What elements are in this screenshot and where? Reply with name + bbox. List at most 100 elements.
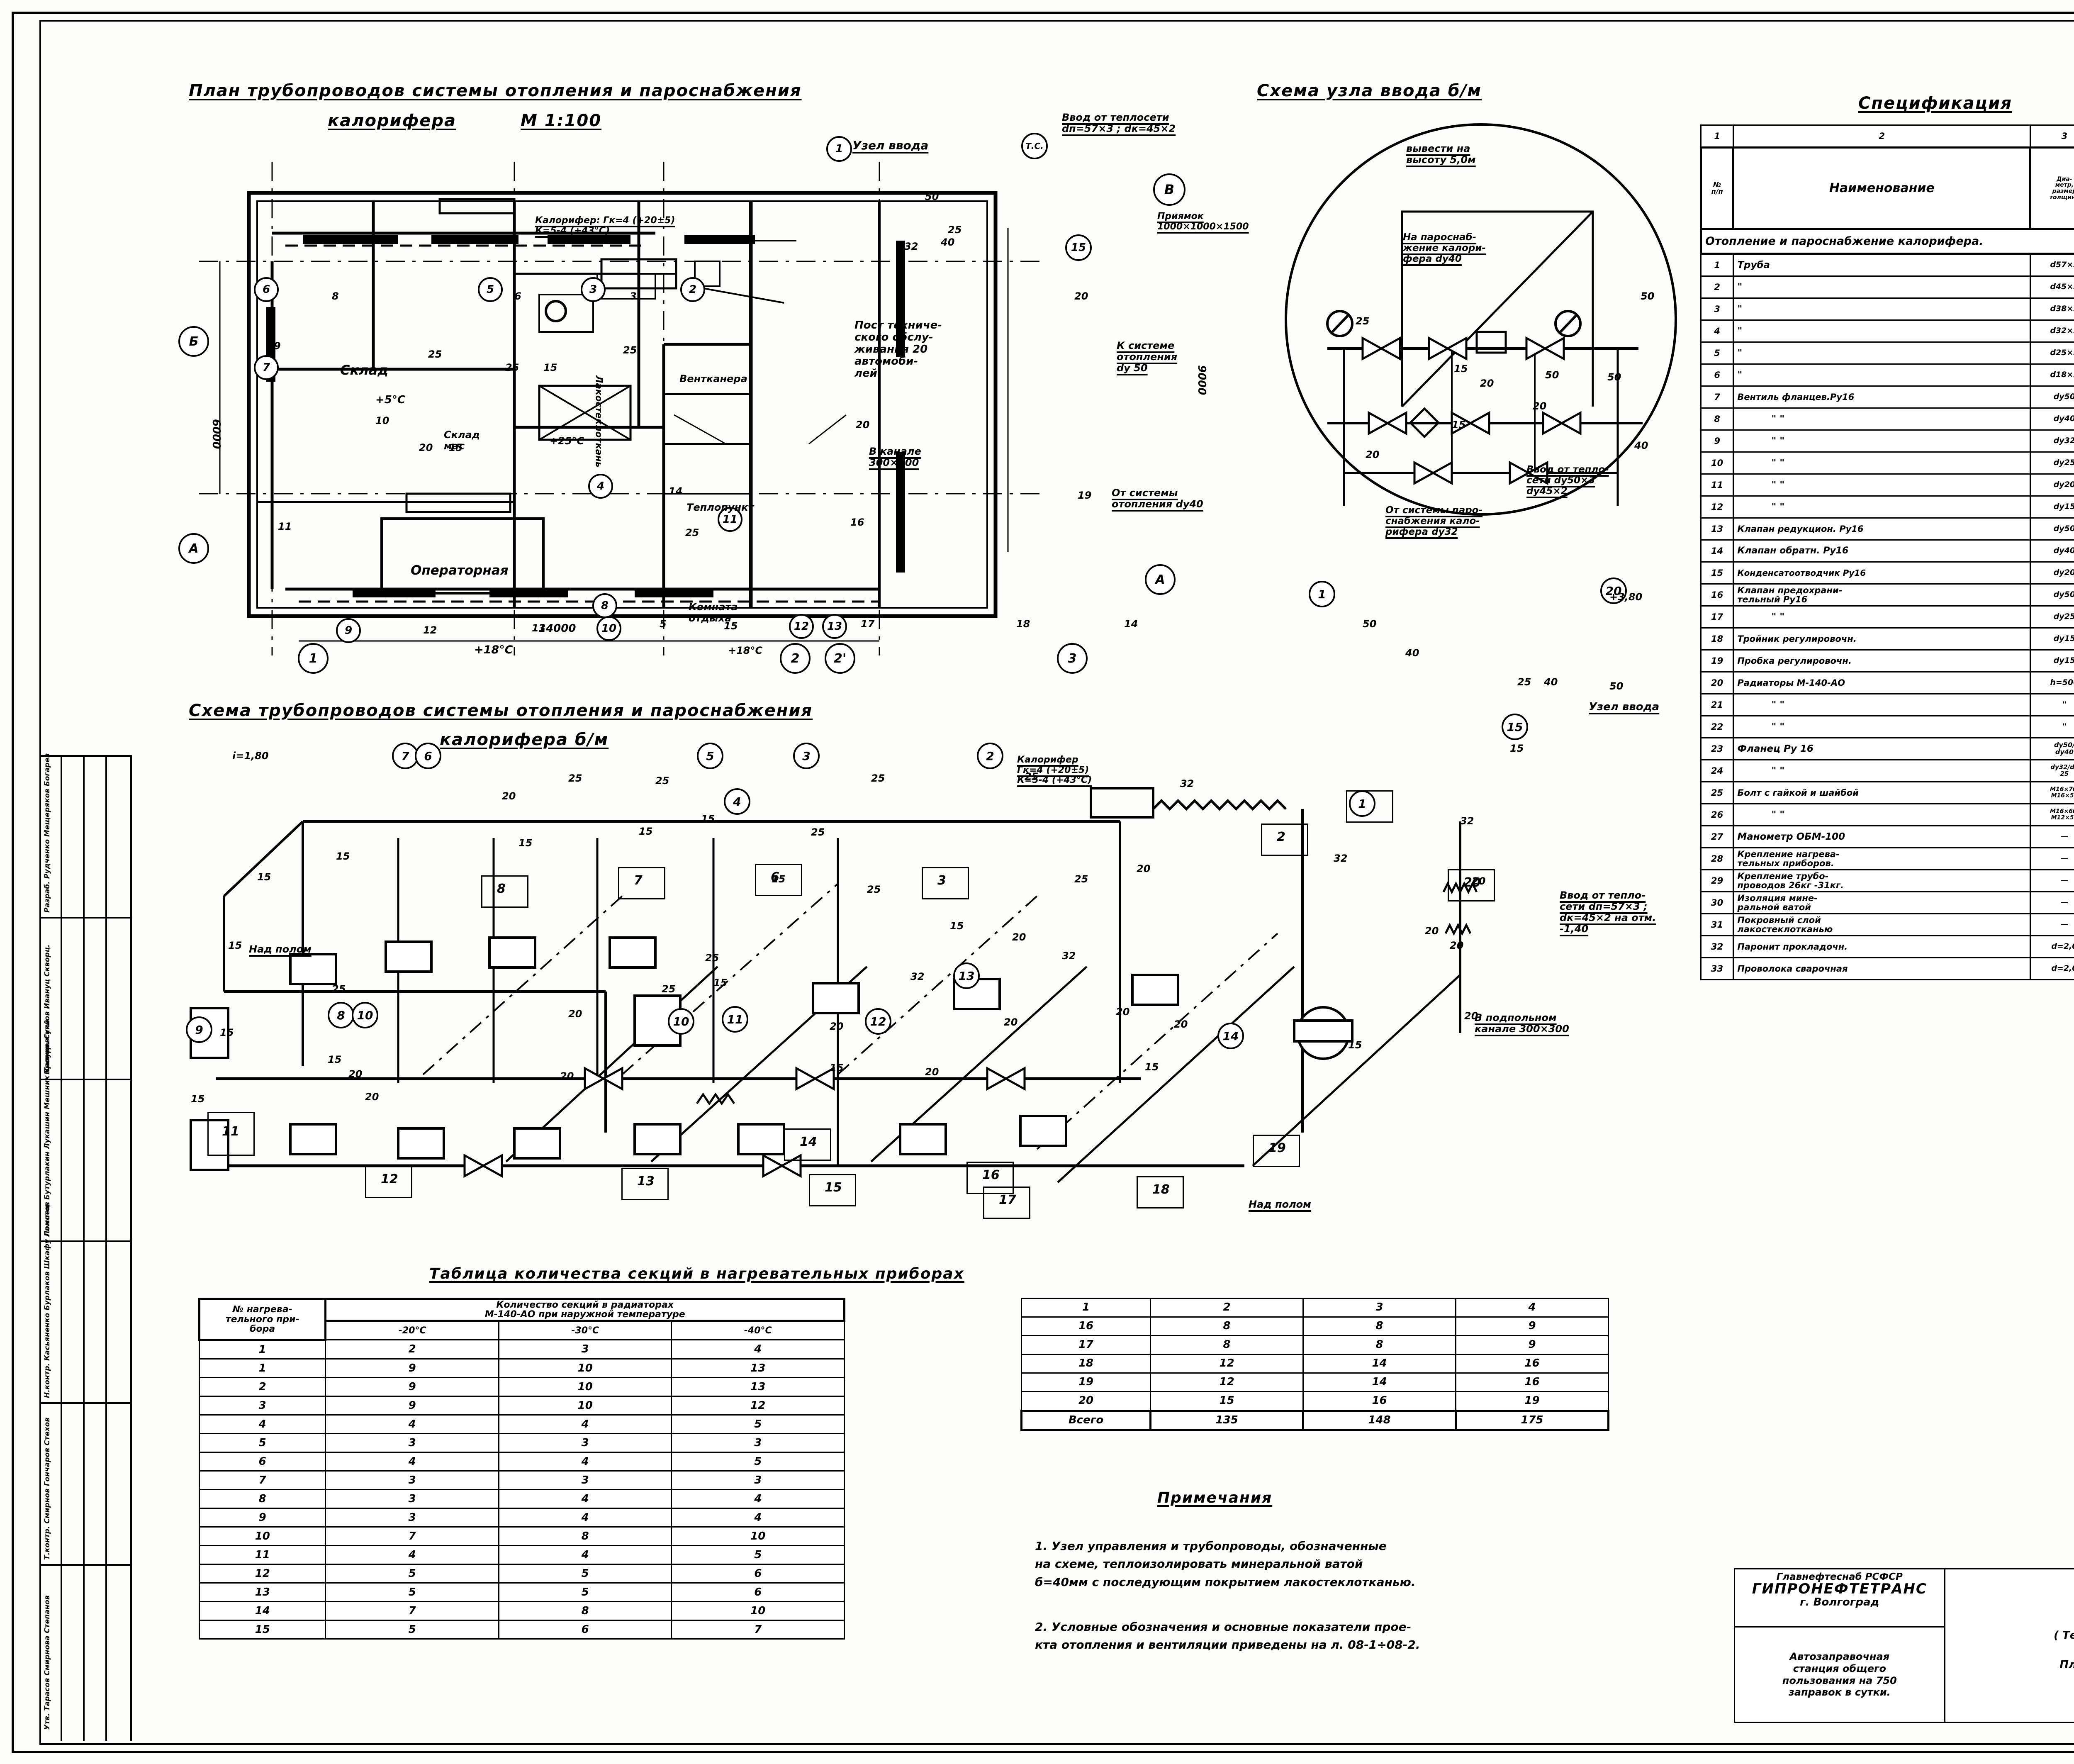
cell: 16 — [1302, 1391, 1457, 1411]
plan-balloon-10: 10 — [596, 616, 621, 641]
cell: 4 — [498, 1489, 672, 1509]
row-id: 13 — [198, 1582, 326, 1603]
pipe-size: 25 — [623, 344, 637, 356]
plan-balloon-3: 3 — [581, 277, 606, 302]
row-id: 15 — [198, 1620, 326, 1640]
specification-table: 1 2 3 4 5 6 7 8 9 № п/п Наименование Диа… — [1699, 124, 2074, 980]
plan-callout-v-kanale: В канале 300×300 — [869, 446, 921, 468]
iso-size: 15 — [257, 871, 271, 883]
cell: 135 — [1149, 1410, 1305, 1431]
plan-balloon-bottom-2: 2 — [780, 643, 811, 674]
cell: 7 — [325, 1601, 499, 1621]
cell: 8 — [1150, 1335, 1304, 1355]
cell: 9 — [325, 1358, 499, 1379]
iso-device-number: 18 — [1152, 1182, 1170, 1197]
iso-size: 15 — [328, 1054, 342, 1065]
spec-name: " — [1733, 275, 2031, 299]
iso-device-number: 19 — [1268, 1141, 1286, 1155]
cell: 4 — [498, 1545, 672, 1565]
cell: 3 — [498, 1470, 672, 1491]
iso-size: 15 — [228, 940, 242, 951]
iso-size: 25 — [705, 952, 719, 964]
spec-header-row: № п/п Наименование Диа- метр, размер тол… — [1699, 146, 2074, 230]
iso-balloon-4: 4 — [724, 788, 750, 815]
pipe-size: 40 — [941, 236, 955, 248]
node-note-ot-sistemy-paro: От системы паро- снабжения кало- рифера … — [1385, 505, 1483, 537]
spec-dia: dy50 — [2030, 517, 2074, 541]
iso-balloon-9: 9 — [186, 1016, 212, 1043]
iso-size: 20 — [502, 790, 516, 802]
spec-name: " " — [1733, 715, 2031, 738]
plan-title-line1: План трубопроводов системы отопления и п… — [189, 81, 802, 100]
table-row: 24" "dy32/dy 25""4/ 81,58/ 1,176,32/ 9,3… — [1700, 759, 2074, 782]
plan-room-label: Вентканера — [679, 373, 747, 385]
pipe-size: 14 — [1124, 618, 1138, 630]
sections-temp-40: -40°C — [671, 1320, 845, 1341]
iso-size: 15 — [1348, 1039, 1362, 1051]
plan-svg — [199, 162, 1045, 655]
iso-svg — [190, 787, 1478, 1183]
spec-name: " — [1733, 341, 2031, 365]
iso-size: 25 — [1074, 873, 1088, 885]
row-id: Всего — [1020, 1410, 1152, 1431]
row-id: 2 — [198, 1377, 326, 1397]
sections-index-3: 3 — [498, 1339, 672, 1360]
iso-size: 25 — [1025, 771, 1039, 782]
cell: 8 — [1302, 1316, 1457, 1336]
iso-size: 32 — [1062, 950, 1076, 962]
sections2-index-2: 2 — [1150, 1298, 1304, 1318]
plan-room-label: Комната отдыха — [689, 601, 738, 624]
iso-size: 40 — [1544, 676, 1558, 688]
sections-table: № нагрева- тельного при- бора Количество… — [198, 1297, 845, 1640]
cell: 5 — [325, 1564, 499, 1584]
spec-num: 3 — [1700, 297, 1734, 321]
iso-device-number: 16 — [982, 1168, 1000, 1182]
cell: 13 — [671, 1358, 845, 1379]
iso-device-box — [621, 1168, 669, 1200]
iso-device-number: 11 — [222, 1124, 239, 1139]
notes-item-2: 2. Условные обозначения и основные показ… — [1035, 1620, 1420, 1652]
spec-dia: М16×70/ М16×55 — [2030, 781, 2074, 804]
cell: 10 — [671, 1601, 845, 1621]
spec-name: " " — [1733, 429, 2031, 453]
spec-dia: dy15 — [2030, 495, 2074, 519]
sections2-index-1: 1 — [1020, 1298, 1151, 1318]
node-detail-title: Схема узла ввода б/м — [1257, 81, 1482, 100]
sections-temp-20: -20°C — [325, 1320, 499, 1341]
plan-balloon-4: 4 — [588, 474, 613, 499]
plan-title-scale: М 1:100 — [521, 111, 602, 130]
spec-name: Манометр ОБМ-100 — [1733, 825, 2031, 848]
iso-device-box — [983, 1187, 1030, 1219]
spec-name: Паронит прокладочн. — [1733, 935, 2031, 958]
plan-balloon-2: 2 — [680, 277, 705, 302]
spec-dia: — — [2030, 913, 2074, 936]
node-size: 20 — [1533, 400, 1547, 412]
iso-size: 15 — [220, 1027, 234, 1038]
iso-callout-nad-polom-2: Над полом — [1249, 1199, 1311, 1210]
spec-num: 13 — [1700, 517, 1734, 541]
plan-balloon-12: 12 — [789, 614, 814, 639]
iso-size: 32 — [1334, 853, 1348, 864]
spec-dia: dy32/dy 25 — [2030, 759, 2074, 782]
plan-room-temp: +18°C — [474, 643, 513, 656]
plan-room-temp: +18°C — [728, 645, 763, 656]
table-row: 3"d38×2""11,01,7819,58Гост 10704-63 — [1700, 297, 2074, 321]
table-row: 12" "dy15""300,721,015кч18п — [1700, 495, 2074, 519]
cell: 3 — [325, 1508, 499, 1528]
node-size: 50 — [1607, 371, 1621, 383]
spec-num: 29 — [1700, 869, 1734, 892]
iso-size: 15 — [701, 813, 715, 825]
iso-size: 15 — [1145, 1061, 1159, 1073]
spec-colnum-1: 1 — [1700, 124, 1734, 148]
